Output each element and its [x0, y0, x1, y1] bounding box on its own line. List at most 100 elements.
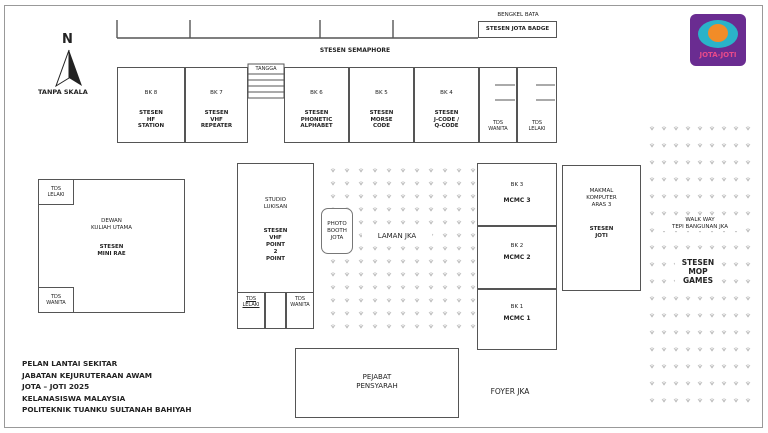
grass-tuft [673, 381, 679, 386]
grass-tuft [330, 298, 336, 303]
grass-tuft [721, 364, 727, 369]
grass-tuft [428, 298, 434, 303]
tangga-label: TANGGA [255, 66, 277, 72]
grass-tuft [709, 296, 715, 301]
grass-tuft [470, 233, 476, 238]
grass-tuft [386, 194, 392, 199]
grass-tuft [372, 194, 378, 199]
grass-tuft [685, 143, 691, 148]
grass-tuft [685, 211, 691, 216]
grass-tuft [721, 313, 727, 318]
grass-tuft [709, 143, 715, 148]
grass-tuft [344, 311, 350, 316]
grass-tuft [745, 279, 751, 284]
grass-tuft [400, 194, 406, 199]
grass-tuft [697, 245, 703, 250]
grass-tuft [344, 324, 350, 329]
grass-tuft [721, 143, 727, 148]
grass-tuft [649, 245, 655, 250]
grass-tuft [697, 194, 703, 199]
grass-tuft [697, 160, 703, 165]
room-code: BK 4 [440, 90, 453, 96]
grass-tuft [685, 330, 691, 335]
grass-tuft [733, 347, 739, 352]
grass-tuft [372, 168, 378, 173]
grass-tuft [733, 364, 739, 369]
grass-tuft [358, 181, 364, 186]
grass-tuft [442, 259, 448, 264]
room-code: BK 8 [144, 90, 158, 96]
room-bk5: BK 5 STESEN MORSE CODE [349, 67, 414, 143]
grass-tuft [649, 126, 655, 131]
grass-tuft [456, 246, 462, 251]
grass-tuft [400, 168, 406, 173]
grass-tuft [733, 330, 739, 335]
grass-tuft [414, 207, 420, 212]
grass-tuft [372, 324, 378, 329]
grass-tuft [470, 324, 476, 329]
grass-tuft [358, 259, 364, 264]
grass-tuft [709, 313, 715, 318]
grass-tuft [661, 126, 667, 131]
grass-tuft [456, 311, 462, 316]
grass-tuft [428, 194, 434, 199]
grass-tuft [414, 272, 420, 277]
grass-tuft [400, 311, 406, 316]
grass-tuft [745, 262, 751, 267]
grass-tuft [386, 168, 392, 173]
grass-tuft [649, 398, 655, 403]
grass-tuft [697, 381, 703, 386]
grass-tuft [685, 381, 691, 386]
room-bk7: BK 7 STESEN VHF REPEATER [185, 67, 248, 143]
room-code: BK 6 [310, 90, 323, 96]
makmal-komputer: MAKMAL KOMPUTER ARAS 3 STESEN JOTI [562, 165, 641, 291]
grass-tuft [344, 181, 350, 186]
grass-tuft [673, 347, 679, 352]
grass-tuft [661, 245, 667, 250]
grass-tuft [372, 259, 378, 264]
grass-tuft [673, 330, 679, 335]
makmal-title: MAKMAL KOMPUTER ARAS 3 [586, 188, 617, 208]
grass-tuft [400, 324, 406, 329]
grass-tuft [733, 143, 739, 148]
grass-tuft [428, 207, 434, 212]
grass-tuft [745, 313, 751, 318]
grass-tuft [358, 311, 364, 316]
grass-tuft [685, 398, 691, 403]
grass-tuft [470, 311, 476, 316]
bengkel-bata-title: BENGKEL BATA [497, 12, 539, 18]
grass-tuft [470, 207, 476, 212]
grass-tuft [470, 259, 476, 264]
grass-tuft [661, 313, 667, 318]
grass-tuft [358, 194, 364, 199]
grass-tuft [372, 220, 378, 225]
grass-tuft [470, 298, 476, 303]
grass-tuft [372, 311, 378, 316]
grass-tuft [721, 398, 727, 403]
grass-tuft [470, 246, 476, 251]
grass-tuft [344, 194, 350, 199]
grass-tuft [386, 181, 392, 186]
grass-tuft [685, 364, 691, 369]
scale-note: TANPA SKALA [38, 88, 88, 96]
grass-tuft [697, 296, 703, 301]
grass-tuft [386, 207, 392, 212]
grass-tuft [673, 313, 679, 318]
grass-tuft [442, 207, 448, 212]
grass-tuft [442, 298, 448, 303]
grass-tuft [442, 272, 448, 277]
studio-tds-lelaki: TDS LELAKI [237, 292, 265, 329]
map-frame [4, 5, 763, 428]
grass-tuft [709, 126, 715, 131]
room-bk8: BK 8 STESEN HF STATION [117, 67, 185, 143]
grass-tuft [733, 262, 739, 267]
room-bk3: BK 3 MCMC 3 [477, 163, 557, 226]
studio-title: STUDIO LUKISAN [263, 197, 288, 210]
grass-tuft [685, 296, 691, 301]
grass-tuft [470, 285, 476, 290]
grass-tuft [709, 381, 715, 386]
grass-tuft [745, 381, 751, 386]
grass-tuft [721, 160, 727, 165]
